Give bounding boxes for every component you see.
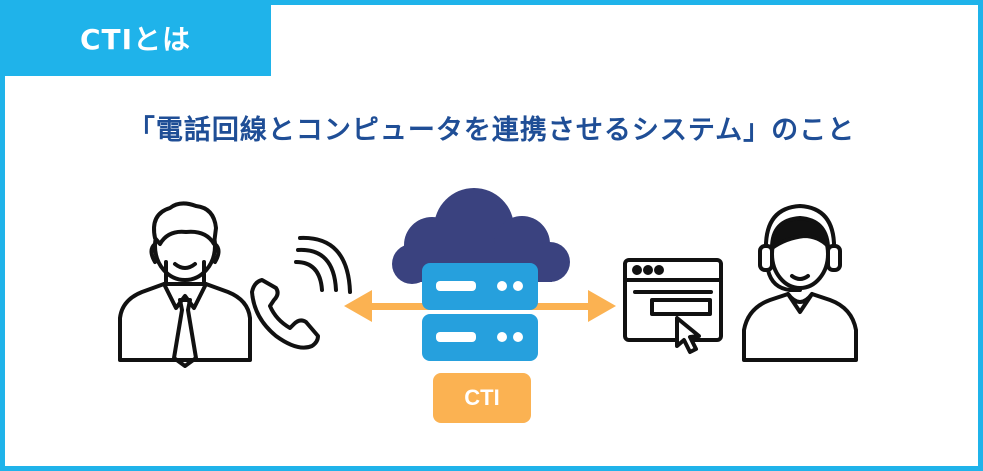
customer-person-icon — [118, 201, 252, 368]
phone-ringing-icon — [250, 235, 352, 350]
cti-badge: CTI — [433, 373, 531, 423]
server-icon — [422, 263, 538, 361]
headline: 「電話回線とコンピュータを連携させるシステム」のこと — [127, 115, 856, 146]
operator-headset-icon — [742, 204, 858, 362]
title-tab: CTIとは — [0, 0, 271, 76]
browser-window-cursor-icon — [623, 258, 723, 354]
